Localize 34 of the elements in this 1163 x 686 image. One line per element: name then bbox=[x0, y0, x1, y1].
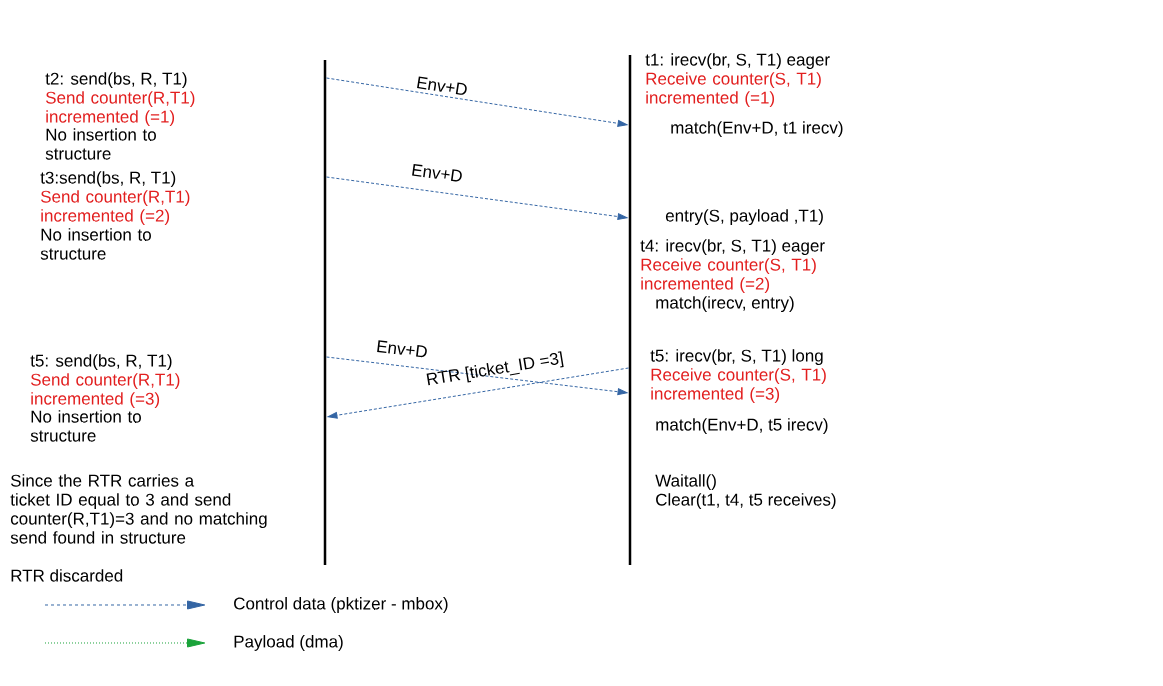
arrow bbox=[325, 77, 628, 127]
note-text: t1: irecv(br, S, T1) eager bbox=[645, 53, 830, 70]
legend-text: Control data (pktizer - mbox) bbox=[234, 597, 448, 613]
note-text: Since the RTR carries a ticket ID equal to 3 and send counter(R,T1)=3 and no matching send found in structure bbox=[10, 474, 267, 544]
lifeline bbox=[628, 55, 632, 565]
note-text: Clear(t1, t4, t5 receives) bbox=[656, 493, 836, 509]
edge-label: Env+D bbox=[377, 340, 427, 358]
note-text: t3:send(bs, R, T1) bbox=[40, 171, 176, 187]
edge-label: RTR [ticket_ID =3] bbox=[426, 351, 564, 386]
note-text: t2: send(bs, R, T1) bbox=[45, 72, 187, 88]
note-text: entry(S, payload ,T1) bbox=[665, 209, 823, 226]
arrow bbox=[325, 356, 628, 396]
note-text: RTR discarded bbox=[11, 569, 123, 582]
note-text: Send counter(R,T1) incremented (=3) bbox=[31, 373, 180, 408]
note-text: No insertion to structure bbox=[30, 410, 141, 442]
note-text: No insertion to structure bbox=[40, 228, 151, 260]
note-text: Send counter(R,T1) incremented (=2) bbox=[41, 190, 190, 225]
arrow bbox=[327, 367, 630, 419]
note-text: t5: irecv(br, S, T1) long bbox=[650, 349, 823, 366]
edge-label: Env+D bbox=[417, 76, 467, 95]
arrow bbox=[325, 176, 628, 220]
note-text: Send counter(R,T1) incremented (=1) bbox=[46, 91, 195, 126]
note-text: match(Env+D, t5 irecv) bbox=[656, 418, 828, 434]
edge-label: Env+D bbox=[412, 163, 462, 182]
note-text: Waitall() bbox=[655, 474, 716, 490]
lifeline bbox=[323, 60, 327, 565]
note-text: t4: irecv(br, S, T1) eager bbox=[640, 239, 825, 256]
note-text: match(Env+D, t1 irecv) bbox=[671, 121, 843, 137]
note-text: Receive counter(S, T1) incremented (=3) bbox=[651, 368, 826, 403]
note-text: t5: send(bs, R, T1) bbox=[30, 354, 172, 370]
note-text: Receive counter(S, T1) incremented (=2) bbox=[641, 258, 816, 293]
note-text: match(irecv, entry) bbox=[656, 296, 794, 313]
note-text: Receive counter(S, T1) incremented (=1) bbox=[646, 72, 821, 107]
legend-text: Payload (dma) bbox=[234, 635, 343, 651]
